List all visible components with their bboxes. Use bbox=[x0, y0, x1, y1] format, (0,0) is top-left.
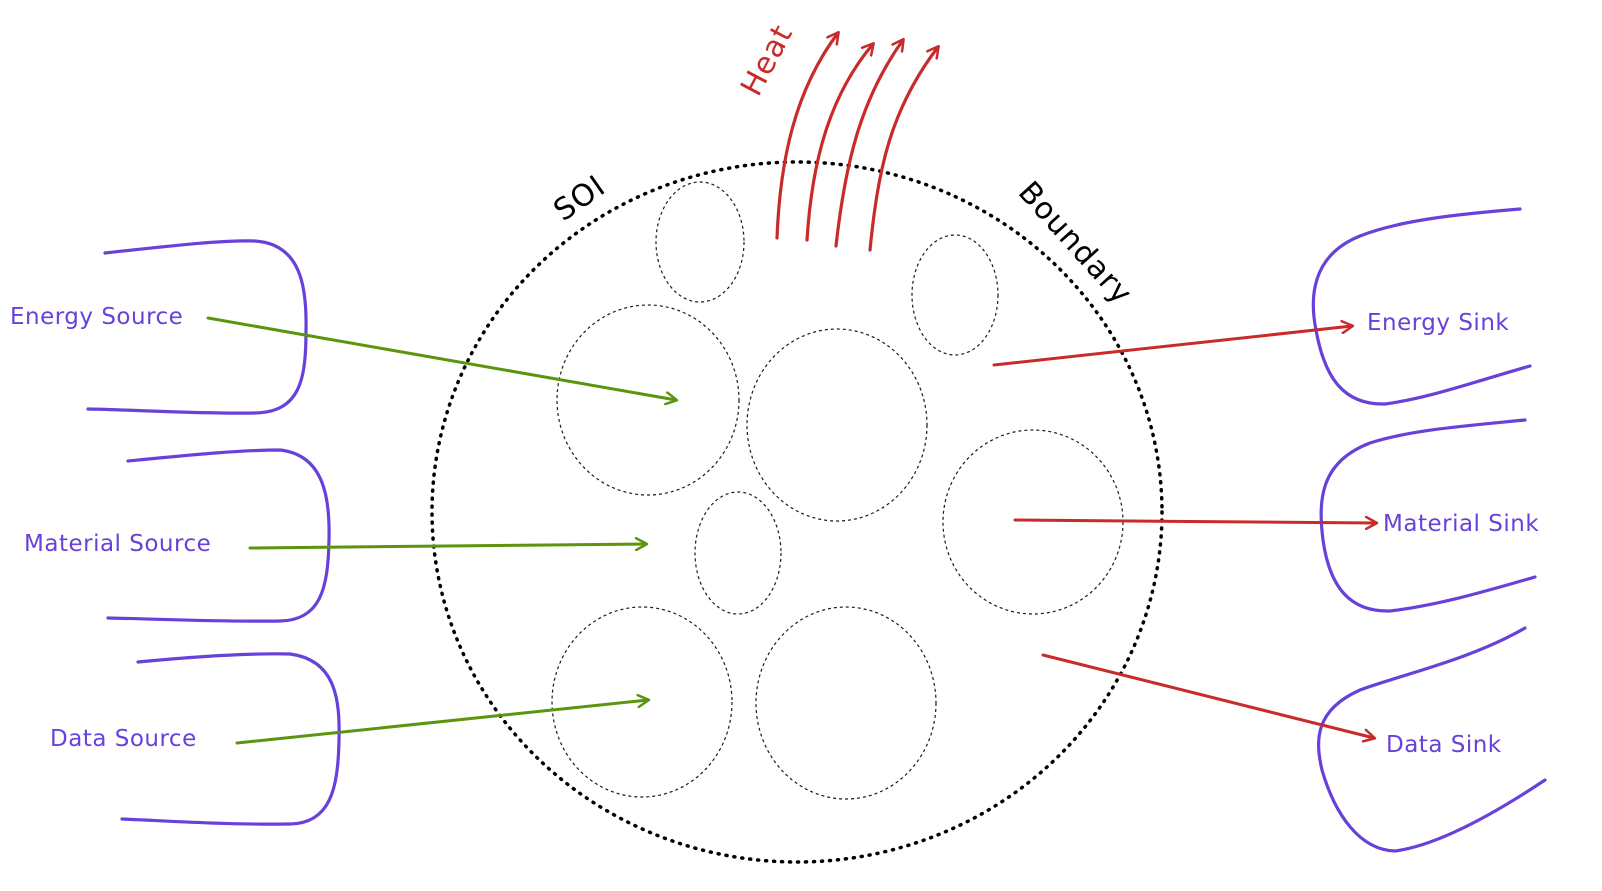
material-input-arrow bbox=[248, 544, 646, 548]
subsystem-ellipse bbox=[694, 491, 782, 615]
data-sink-label: Data Sink bbox=[1386, 732, 1502, 758]
material-output-arrow bbox=[1013, 520, 1376, 523]
subsystem-ellipse bbox=[556, 304, 740, 496]
material-source-label: Material Source bbox=[24, 531, 211, 557]
data-source-label: Data Source bbox=[50, 726, 197, 752]
input-arrows bbox=[206, 316, 676, 745]
subsystem-group bbox=[551, 181, 1124, 800]
energy-source-bracket bbox=[86, 239, 308, 415]
material-sink-bracket bbox=[1319, 418, 1537, 613]
energy-sink-label: Energy Sink bbox=[1367, 310, 1509, 336]
energy-input-arrow bbox=[206, 316, 676, 400]
energy-sink-bracket bbox=[1311, 207, 1532, 406]
data-input-arrow bbox=[235, 700, 648, 745]
data-sink-bracket bbox=[1317, 626, 1547, 853]
heat-arrow bbox=[868, 47, 938, 252]
subsystem-ellipse bbox=[551, 606, 733, 798]
subsystem-ellipse bbox=[911, 234, 999, 356]
subsystem-ellipse bbox=[746, 328, 928, 522]
material-sink-label: Material Sink bbox=[1383, 511, 1539, 537]
soi-boundary-circle bbox=[430, 160, 1164, 864]
output-arrows bbox=[992, 326, 1376, 738]
data-output-arrow bbox=[1041, 653, 1374, 738]
subsystem-ellipse bbox=[655, 181, 745, 303]
energy-output-arrow bbox=[992, 326, 1352, 367]
energy-source-label: Energy Source bbox=[10, 304, 183, 330]
heat-arrows bbox=[775, 33, 938, 252]
heat-arrow bbox=[805, 44, 873, 242]
soi-label: SOI bbox=[548, 169, 613, 229]
heat-arrow bbox=[775, 33, 838, 240]
heat-arrow bbox=[834, 40, 903, 248]
source-brackets bbox=[86, 239, 341, 826]
heat-label: Heat bbox=[734, 19, 800, 102]
material-source-bracket bbox=[106, 448, 331, 623]
subsystem-ellipse bbox=[755, 606, 937, 800]
data-source-bracket bbox=[120, 652, 341, 826]
